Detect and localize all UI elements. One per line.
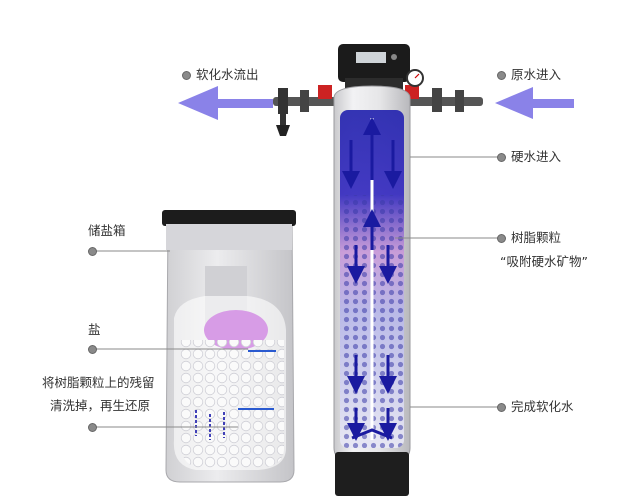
label-bullet (182, 71, 191, 80)
label-bullet (497, 403, 506, 412)
brine-tank (162, 210, 296, 483)
label-hard-water-in: 硬水进入 (511, 149, 562, 164)
label-bullet (88, 247, 97, 256)
label-regen-1: 将树脂颗粒上的残留 (42, 375, 155, 390)
label-bullet (497, 71, 506, 80)
label-soft-water-out: 软化水流出 (196, 67, 259, 82)
label-resin-note: “吸附硬水矿物” (500, 254, 588, 269)
label-bullet (88, 423, 97, 432)
label-raw-water-in: 原水进入 (511, 67, 562, 82)
label-resin: 树脂颗粒 (511, 230, 562, 245)
pressure-gauge-icon (406, 69, 424, 87)
label-soft-water-done: 完成软化水 (511, 399, 574, 414)
label-bullet (497, 153, 506, 162)
arrow-left-icon (178, 86, 273, 120)
pipe-assembly (273, 85, 483, 136)
label-regen-2: 清洗掉，再生还原 (50, 398, 151, 413)
label-brine-tank: 储盐箱 (88, 223, 126, 238)
resin-tank (333, 85, 411, 496)
label-bullet (497, 234, 506, 243)
leader-lines (93, 156, 500, 428)
arrow-left-icon (495, 87, 574, 119)
control-valve-icon (338, 44, 410, 90)
label-bullet (88, 345, 97, 354)
label-salt: 盐 (88, 322, 101, 337)
